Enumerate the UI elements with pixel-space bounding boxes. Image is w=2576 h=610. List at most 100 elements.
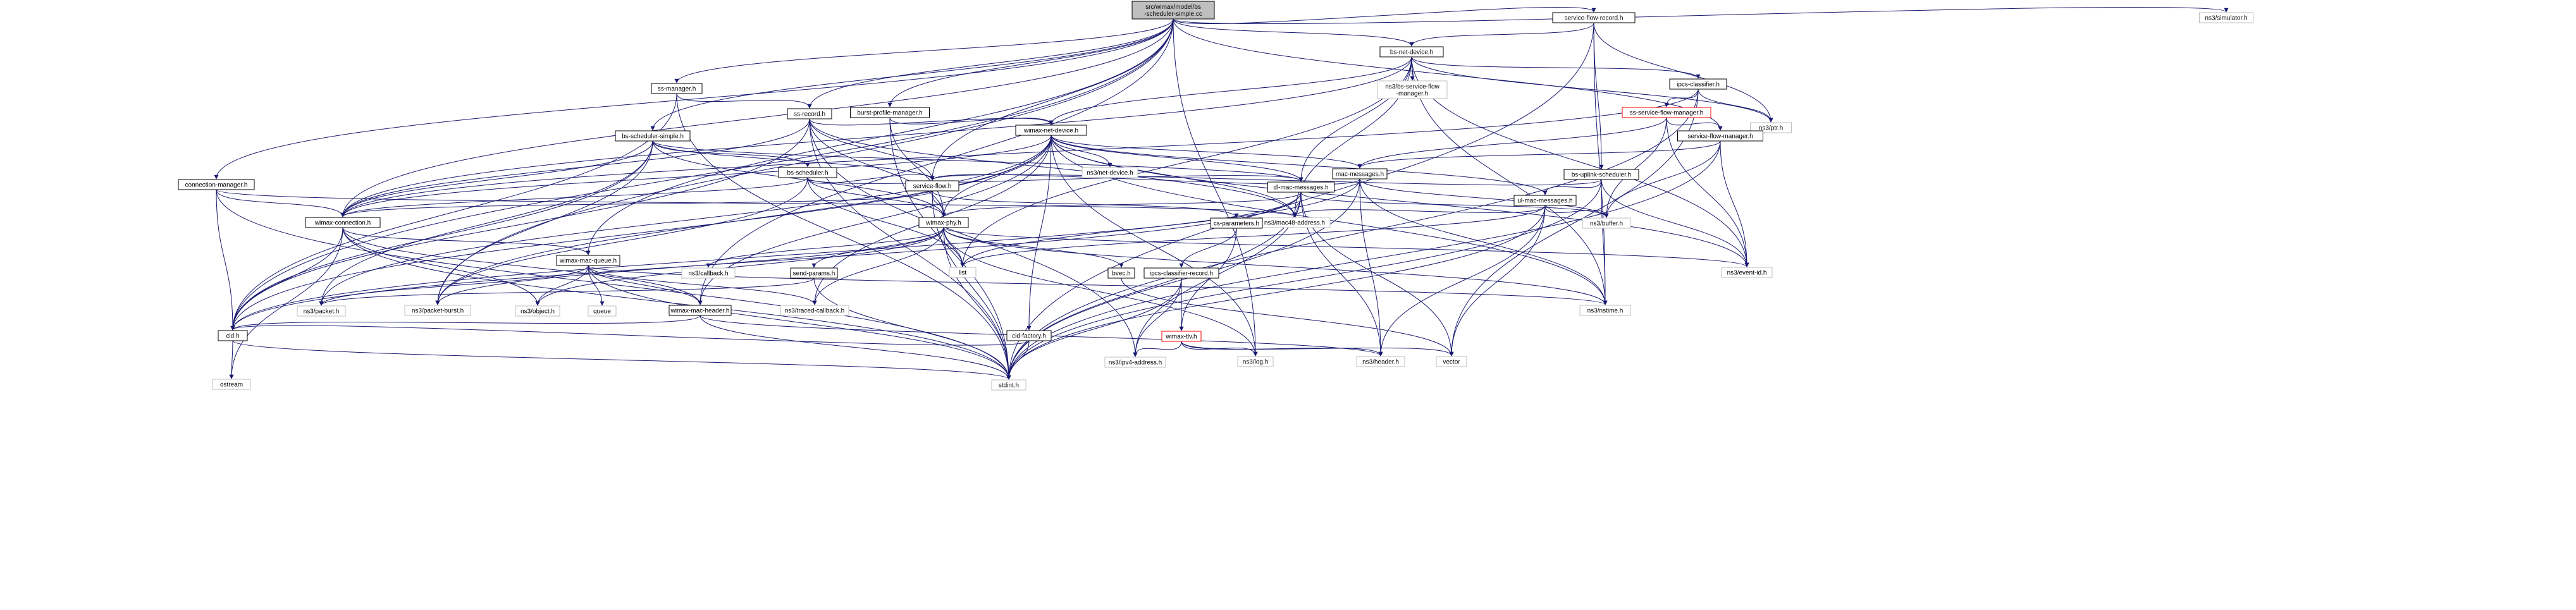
node-sssfm[interactable]: ss-service-flow-manager.h	[1622, 107, 1711, 118]
node-box	[790, 267, 838, 279]
node-label: wimax-connection.h	[314, 220, 371, 227]
node-label: ns3/callback.h	[688, 271, 728, 278]
node-bsss[interactable]: bs-scheduler-simple.h	[615, 130, 691, 142]
node-bsul[interactable]: bs-uplink-scheduler.h	[1563, 169, 1639, 180]
node-cid[interactable]: cid.h	[218, 330, 248, 341]
node-csparam[interactable]: cs-parameters.h	[1210, 217, 1263, 229]
edge-wphy-to-sendp	[811, 227, 944, 268]
node-label: service-flow-record.h	[1565, 15, 1624, 22]
node-box	[1267, 181, 1334, 193]
node-label: ns3/packet-burst.h	[412, 308, 464, 315]
node-connmgr[interactable]: connection-manager.h	[178, 179, 255, 190]
edge-bsnet-to-ptr	[1411, 56, 1773, 123]
node-label: cid.h	[226, 333, 239, 340]
edge-wconn-to-cid	[230, 227, 343, 331]
edge-ssrec-to-wimaxnet	[809, 118, 1054, 126]
node-nstime: ns3/nstime.h	[1579, 305, 1631, 316]
edge-sf-to-wconn	[340, 190, 933, 217]
node-bsnet[interactable]: bs-net-device.h	[1379, 46, 1444, 58]
node-label: stdint.h	[999, 382, 1019, 389]
edge-root-to-ssrec	[807, 18, 1174, 109]
node-ssmgr[interactable]: ss-manager.h	[651, 83, 703, 94]
edge-ssmgr-to-ssrec	[676, 93, 812, 109]
edge-wimaxnet-to-packet	[319, 135, 1052, 306]
node-label: ns3/header.h	[1362, 359, 1399, 366]
node-wconn[interactable]: wimax-connection.h	[305, 217, 381, 228]
edge-csparam-to-ipcsrec	[1179, 228, 1237, 268]
edge-sssfm-to-macmsg	[1357, 117, 1667, 169]
node-wmh[interactable]: wimax-mac-header.h	[669, 305, 732, 316]
node-box	[1104, 357, 1166, 368]
edge-bssched-to-dlmac	[807, 175, 1303, 184]
edge-wtlv-to-ipv4	[1133, 341, 1182, 357]
node-ulmac[interactable]: ul-mac-messages.h	[1513, 195, 1577, 206]
edge-cid-to-ostream	[229, 340, 234, 379]
node-ipcsrec[interactable]: ipcs-classifier-record.h	[1143, 267, 1219, 279]
node-netdev: ns3/net-device.h	[1082, 167, 1138, 178]
node-label: connection-manager.h	[185, 182, 248, 189]
node-sfr[interactable]: service-flow-record.h	[1552, 12, 1636, 23]
edge-bsss-to-packet	[319, 140, 653, 306]
edge-root-to-bsss	[650, 18, 1174, 131]
edge-wphy-to-object	[535, 227, 944, 306]
edge-wconn-to-ostream	[229, 227, 343, 379]
node-label: cid-factory.h	[1012, 333, 1046, 340]
edge-dlmac-to-wphy	[941, 192, 1302, 217]
node-label: ns3/buffer.h	[1590, 221, 1623, 228]
edge-dlmac-to-buffer	[1300, 192, 1609, 218]
edge-wimaxnet-to-wmh	[698, 135, 1052, 305]
node-ipcs[interactable]: ipcs-classifier.h	[1669, 78, 1727, 90]
edge-macmsg-to-buffer	[1359, 178, 1609, 218]
node-ssrec[interactable]: ss-record.h	[787, 108, 832, 119]
edge-wconn-to-wmq	[342, 227, 591, 255]
edge-ulmac-to-header	[1378, 205, 1546, 357]
node-box	[1622, 107, 1711, 118]
edge-bsul-to-eventid	[1601, 179, 1749, 267]
node-label: wimax-mac-header.h	[670, 308, 730, 315]
edge-sssfm-to-sfm	[1666, 117, 1723, 131]
node-label: mac-messages.h	[1336, 171, 1384, 178]
node-label: ss-service-flow-manager.h	[1630, 110, 1704, 117]
node-packet: ns3/packet.h	[297, 305, 346, 317]
node-box	[1379, 46, 1444, 58]
node-wphy[interactable]: wimax-phy.h	[918, 217, 969, 228]
edge-wimaxnet-to-macmsg	[1051, 135, 1362, 169]
node-burst[interactable]: burst-profile-manager.h	[850, 107, 930, 118]
node-wtlv[interactable]: wimax-tlv.h	[1161, 331, 1202, 342]
edge-wmh-to-stdint	[699, 315, 1011, 380]
edge-ulmac-to-list	[960, 205, 1546, 267]
edge-cidf-to-stdint	[1006, 340, 1030, 380]
node-bvec[interactable]: bvec.h	[1107, 267, 1135, 279]
node-bssched[interactable]: bs-scheduler.h	[778, 167, 837, 178]
node-dlmac[interactable]: dl-mac-messages.h	[1267, 181, 1334, 193]
node-pburst: ns3/packet-burst.h	[404, 305, 471, 316]
edges-layer	[214, 6, 2229, 380]
node-macmsg[interactable]: mac-messages.h	[1332, 168, 1388, 180]
edge-bsss-to-pburst	[435, 140, 653, 305]
node-sfm[interactable]: service-flow-manager.h	[1677, 130, 1763, 142]
node-label: bvec.h	[1112, 271, 1130, 278]
node-box	[515, 305, 560, 317]
edge-root-to-sfr	[1173, 6, 1596, 25]
edge-burst-to-wphy	[889, 117, 946, 217]
node-box	[1513, 195, 1577, 206]
node-label: ns3/bs-service-flow	[1385, 83, 1439, 90]
node-sf[interactable]: service-flow.h	[905, 180, 959, 192]
edge-wimaxnet-to-wconn	[340, 135, 1052, 217]
edge-wmq-to-queue	[588, 265, 605, 306]
node-wimaxnet[interactable]: wimax-net-device.h	[1015, 125, 1087, 136]
edge-wimaxnet-to-cidf	[1026, 135, 1052, 331]
edge-csparam-to-wtlv	[1179, 228, 1237, 331]
node-label: bs-scheduler.h	[787, 170, 828, 177]
node-wmq[interactable]: wimax-mac-queue.h	[556, 255, 620, 266]
node-box	[1237, 356, 1274, 367]
node-sendp[interactable]: send-params.h	[790, 267, 838, 279]
node-box	[1677, 130, 1763, 142]
edge-ssrec-to-stdint	[809, 118, 1011, 380]
node-label: ns3/simulator.h	[2205, 15, 2247, 22]
edge-wmq-to-nstime	[588, 265, 1608, 305]
node-box	[556, 255, 620, 266]
node-box	[1131, 1, 1215, 20]
node-cidf[interactable]: cid-factory.h	[1006, 330, 1052, 341]
edge-connmgr-to-wconn	[216, 189, 345, 217]
